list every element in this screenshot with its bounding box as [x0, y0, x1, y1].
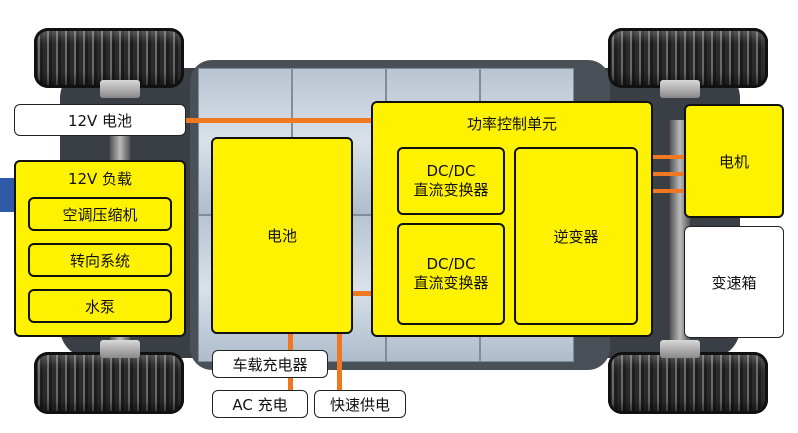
wheel-hub: [100, 80, 140, 98]
wire-battery-to-pcu: [352, 291, 385, 296]
load-steering: 转向系统: [28, 243, 172, 277]
wheel-rear-left: [608, 28, 768, 88]
wheel-front-left: [34, 28, 184, 88]
wheel-hub: [660, 80, 700, 98]
dcdc-lower-line2: 直流变换器: [413, 274, 489, 292]
onboard-charger-label: 车载充电器: [232, 355, 308, 374]
load-ac-compressor-label: 空调压缩机: [62, 205, 138, 224]
wire-charger-ac: [288, 378, 293, 390]
main-battery-label: 电池: [266, 227, 297, 245]
load-water-pump: 水泵: [28, 289, 172, 323]
dcdc-upper-line2: 直流变换器: [413, 181, 489, 199]
main-battery: 电池: [211, 137, 353, 334]
loads-12v-title: 12V 负载: [67, 170, 133, 188]
battery-12v: 12V 电池: [14, 104, 186, 136]
wire-inverter-motor: [634, 155, 686, 159]
inverter: 逆变器: [514, 147, 638, 325]
ac-charging-port: AC 充电: [212, 390, 308, 418]
wire-inverter-motor: [634, 172, 686, 176]
battery-12v-label: 12V 电池: [67, 111, 133, 130]
fast-charging-port: 快速供电: [314, 390, 406, 418]
motor-label: 电机: [718, 152, 749, 171]
onboard-charger: 车载充电器: [212, 350, 328, 378]
load-ac-compressor: 空调压缩机: [28, 197, 172, 231]
inverter-label: 逆变器: [553, 227, 599, 246]
dcdc-converter-upper: DC/DC 直流变换器: [397, 147, 505, 215]
dcdc-upper-line1: DC/DC: [426, 162, 476, 180]
wheel-rear-right: [608, 352, 768, 414]
wheel-hub: [100, 340, 140, 358]
wheel-hub: [660, 340, 700, 358]
wire-12v-to-pcu: [186, 118, 384, 123]
power-control-unit: 功率控制单元 DC/DC 直流变换器 DC/DC 直流变换器 逆变器: [371, 101, 653, 337]
wheel-front-right: [34, 352, 184, 414]
pcu-title: 功率控制单元: [466, 115, 557, 133]
gearbox-label: 变速箱: [711, 273, 757, 292]
loads-12v-group: 12V 负载 空调压缩机 转向系统 水泵: [14, 160, 186, 337]
fast-charging-label: 快速供电: [329, 395, 390, 414]
gearbox: 变速箱: [684, 226, 784, 338]
wire-battery-charger: [288, 334, 293, 354]
accent-band: [0, 178, 18, 212]
wire-inverter-motor: [634, 189, 686, 193]
load-steering-label: 转向系统: [69, 251, 130, 270]
wire-battery-fast: [337, 334, 342, 390]
load-water-pump-label: 水泵: [84, 297, 115, 316]
ac-charging-label: AC 充电: [232, 395, 288, 414]
dcdc-lower-line1: DC/DC: [426, 255, 476, 273]
dcdc-converter-lower: DC/DC 直流变换器: [397, 223, 505, 325]
motor: 电机: [684, 104, 784, 218]
